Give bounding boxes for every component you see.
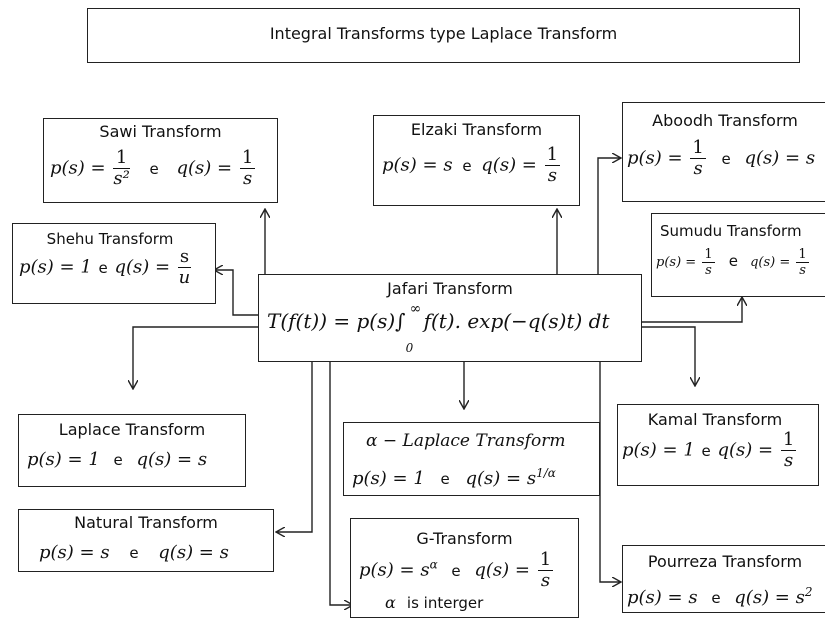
alpha-laplace-formula: p(s) = 1 e q(s) = s1/α <box>352 466 556 489</box>
laplace-title: Laplace Transform <box>58 420 206 439</box>
arrow-to-natural <box>277 362 313 532</box>
arrow-to-kamal <box>642 326 695 385</box>
aboodh-title: Aboodh Transform <box>652 111 798 130</box>
arrow-to-pourreza <box>599 362 620 582</box>
arrow-to-laplace <box>133 326 258 388</box>
pourreza-formula: p(s) = s e q(s) = s2 <box>627 585 813 608</box>
alpha-laplace-box: α − Laplace Transform p(s) = 1 e q(s) = … <box>343 422 600 496</box>
arrow-to-aboodh <box>597 158 620 275</box>
laplace-formula: p(s) = 1 e q(s) = s <box>27 449 208 470</box>
arrow-to-shehu <box>215 270 258 316</box>
g-transform-title: G-Transform <box>416 529 513 548</box>
sawi-title: Sawi Transform <box>99 122 222 141</box>
jafari-title: Jafari Transform <box>387 279 513 298</box>
kamal-title: Kamal Transform <box>647 410 783 429</box>
natural-title: Natural Transform <box>74 513 218 532</box>
arrow-to-g <box>329 362 352 605</box>
g-transform-note: α is interger <box>385 593 484 612</box>
elzaki-title: Elzaki Transform <box>410 120 543 139</box>
header-title: Integral Transforms type Laplace Transfo… <box>269 24 618 43</box>
natural-formula: p(s) = s e q(s) = s <box>39 542 229 563</box>
alpha-laplace-title: α − Laplace Transform <box>366 431 566 451</box>
natural-box: Natural Transform p(s) = s e q(s) = s <box>18 509 274 572</box>
header-box: Integral Transforms type Laplace Transfo… <box>87 8 800 63</box>
laplace-box: Laplace Transform p(s) = 1 e q(s) = s <box>18 414 246 487</box>
pourreza-box: Pourreza Transform p(s) = s e q(s) = s2 <box>622 545 825 613</box>
shehu-title: Shehu Transform <box>46 230 174 248</box>
pourreza-title: Pourreza Transform <box>647 552 803 571</box>
sumudu-title: Sumudu Transform <box>660 222 802 240</box>
arrow-to-sumudu <box>642 298 742 323</box>
